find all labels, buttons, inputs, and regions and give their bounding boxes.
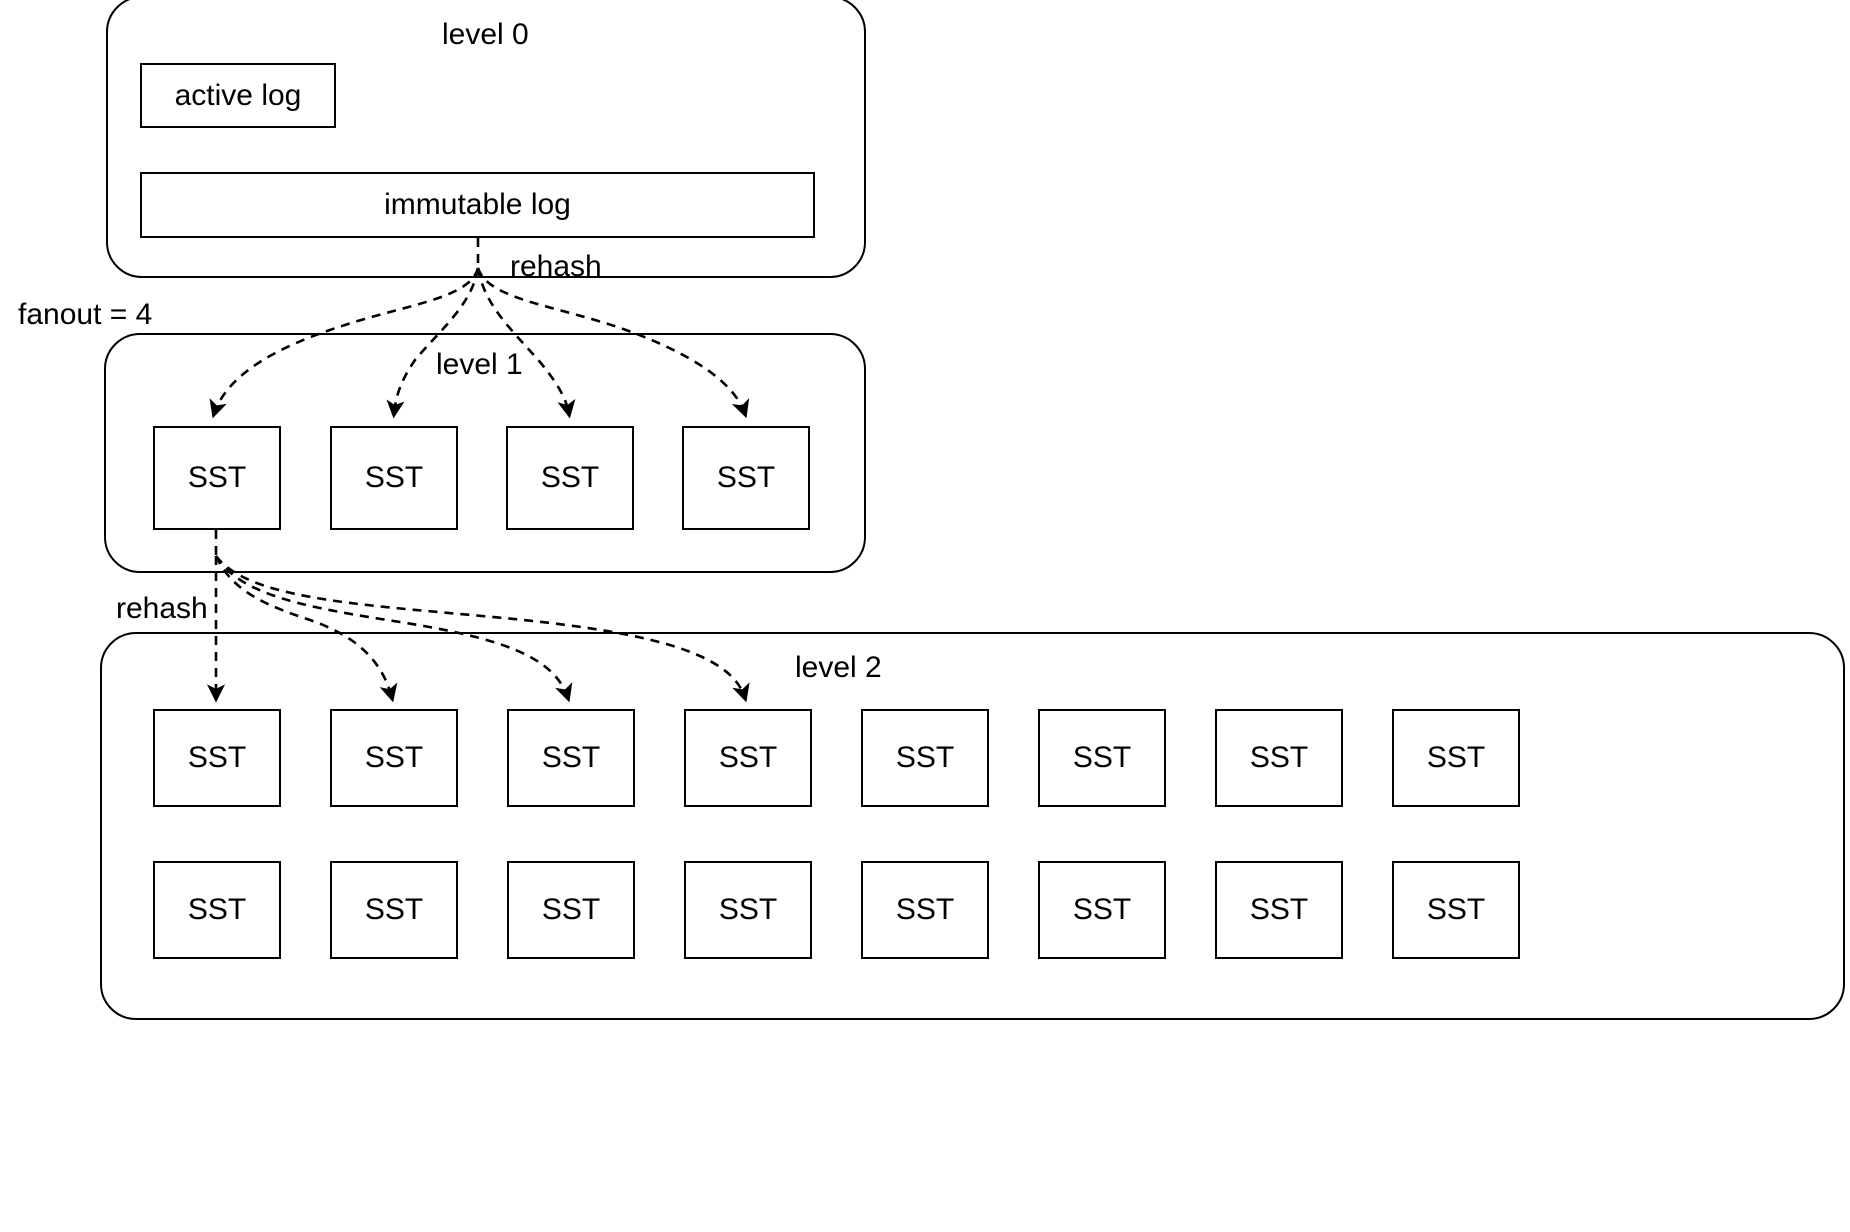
level-2-container[interactable]: [100, 632, 1845, 1020]
rehash-label-top: rehash: [510, 250, 602, 283]
level-2-sst-r1-c5[interactable]: SST: [861, 709, 989, 807]
level-0-label: level 0: [442, 18, 529, 51]
level-2-sst-r1-c7[interactable]: SST: [1215, 709, 1343, 807]
level-2-sst-r2-c7[interactable]: SST: [1215, 861, 1343, 959]
level-2-sst-r2-c8[interactable]: SST: [1392, 861, 1520, 959]
level-2-sst-r2-c5[interactable]: SST: [861, 861, 989, 959]
level-1-sst-2[interactable]: SST: [330, 426, 458, 530]
immutable-log-box[interactable]: immutable log: [140, 172, 815, 238]
fanout-label: fanout = 4: [18, 298, 153, 331]
active-log-box[interactable]: active log: [140, 63, 336, 128]
level-1-container[interactable]: [104, 333, 866, 573]
level-1-sst-3[interactable]: SST: [506, 426, 634, 530]
level-2-sst-r1-c6[interactable]: SST: [1038, 709, 1166, 807]
level-1-sst-1[interactable]: SST: [153, 426, 281, 530]
level-1-label: level 1: [436, 348, 523, 381]
level-2-sst-r1-c4[interactable]: SST: [684, 709, 812, 807]
level-2-sst-r2-c4[interactable]: SST: [684, 861, 812, 959]
level-2-sst-r2-c3[interactable]: SST: [507, 861, 635, 959]
level-2-sst-r2-c6[interactable]: SST: [1038, 861, 1166, 959]
level-0-container[interactable]: [106, 0, 866, 278]
level-2-sst-r2-c2[interactable]: SST: [330, 861, 458, 959]
level-2-label: level 2: [795, 651, 882, 684]
level-2-sst-r1-c2[interactable]: SST: [330, 709, 458, 807]
level-2-sst-r2-c1[interactable]: SST: [153, 861, 281, 959]
level-2-sst-r1-c1[interactable]: SST: [153, 709, 281, 807]
level-1-sst-4[interactable]: SST: [682, 426, 810, 530]
rehash-label-mid: rehash: [116, 592, 208, 625]
level-2-sst-r1-c3[interactable]: SST: [507, 709, 635, 807]
level-2-sst-r1-c8[interactable]: SST: [1392, 709, 1520, 807]
